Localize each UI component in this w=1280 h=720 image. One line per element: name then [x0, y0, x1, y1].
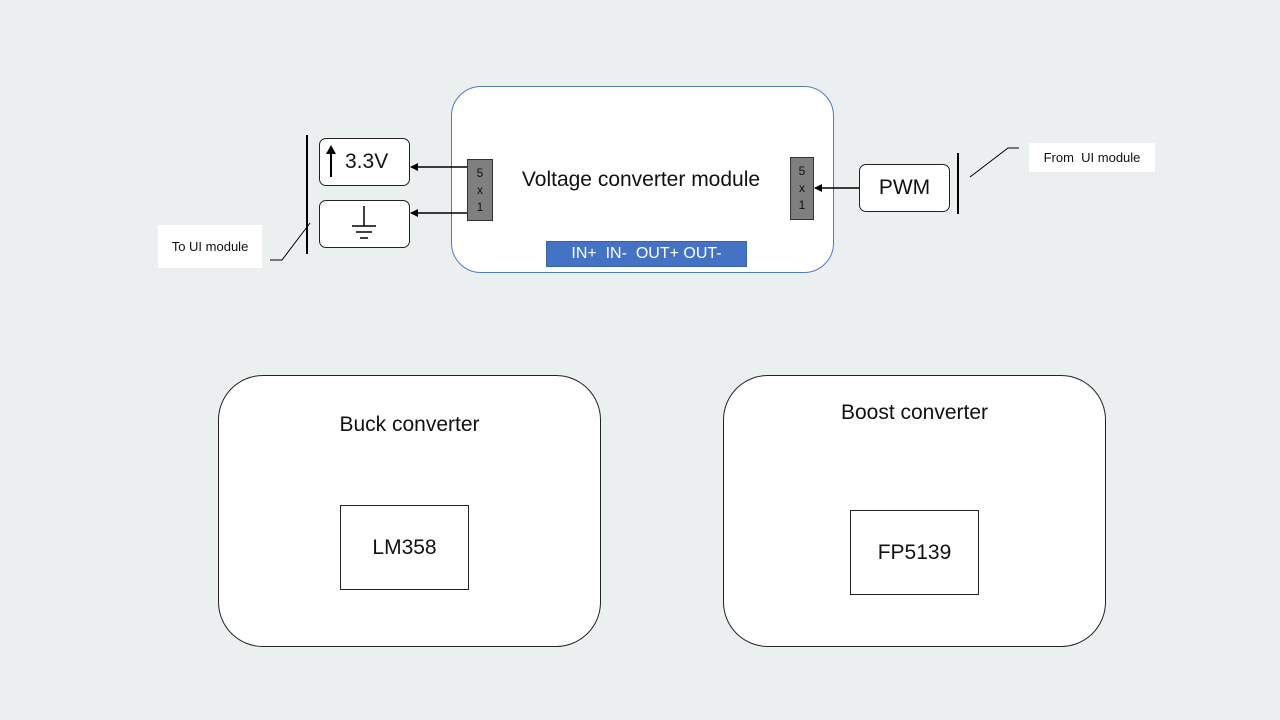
power-output-box — [319, 138, 410, 186]
connector-right-line-3: 1 — [798, 198, 806, 212]
chip-fp5139: FP5139 — [850, 510, 979, 595]
pin-labels: IN+ IN- OUT+ OUT- — [571, 245, 722, 262]
connector-right-line-1: 5 — [798, 164, 806, 178]
to-ui-callout: To UI module — [158, 225, 262, 268]
connector-right-line-2: x — [799, 181, 805, 195]
pwm-label: PWM — [878, 176, 931, 199]
from-ui-callout: From UI module — [1029, 143, 1155, 172]
chip-lm358: LM358 — [340, 505, 469, 590]
boost-converter-title: Boost converter — [840, 401, 989, 424]
power-output-label: 3.3V — [345, 150, 389, 173]
connector-right: 5 x 1 — [790, 157, 814, 220]
connector-left-line-3: 1 — [476, 199, 484, 214]
connector-left-line-2: x — [477, 182, 483, 197]
connector-left-line-1: 5 — [476, 165, 484, 180]
pwm-input-box — [859, 164, 950, 212]
to-ui-leader — [270, 222, 311, 261]
ground-icon — [352, 206, 376, 239]
module-title: Voltage converter module — [521, 168, 761, 191]
buck-converter-title: Buck converter — [339, 413, 480, 436]
from-ui-leader — [969, 147, 1019, 178]
arrow-up-icon — [326, 145, 336, 177]
pin-bar: IN+ IN- OUT+ OUT- — [546, 241, 747, 267]
connector-left: 5 x 1 — [467, 159, 493, 221]
